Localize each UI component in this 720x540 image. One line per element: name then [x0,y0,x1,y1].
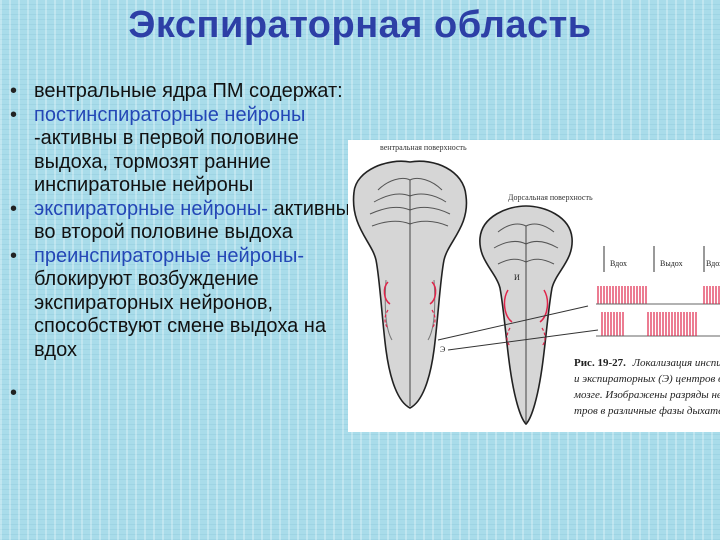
caption-line-2: и экспираторных (Э) центров в [574,373,720,385]
slide-title: Экспираторная область [128,4,592,46]
mark-i: И [514,273,520,282]
caption-line-4: тров в различные фазы дыхательн [574,405,720,417]
svg-text:Рис. 19-27. Локализаци: Рис. 19-27. Локализация инспи [574,357,720,369]
bullet-text: -активны в первой половине выдоха, тормо… [34,127,299,196]
caption-line-3: мозге. Изображены разряды нейр [573,389,720,401]
bullet-term: постинспираторные нейроны [34,103,306,126]
bullet-text: активны во второй половине выдоха [34,197,350,244]
ventral-label: вентральная поверхность [380,143,467,152]
spike-trace-top [596,286,720,305]
trace-header: Вдох Выдох Вдох [603,246,720,272]
ventral-brainstem [352,160,468,409]
bullet-item: вентральные ядра ПМ содержат: [4,80,354,104]
bullet-term: экспираторные нейроны- [34,197,268,220]
bullet-term: преинспираторные нейроны- [34,244,305,267]
brainstem-figure: вентральная поверхность Дорсальная повер… [348,140,720,432]
caption-number: Рис. 19-27. [574,357,626,369]
bullet-item: преинспираторные нейроны- блокируют возб… [4,245,354,363]
mark-e: Э [440,345,445,354]
caption-line-1: Локализация инспи [632,357,720,369]
trace-label-3: Вдох [706,259,720,268]
dorsal-brainstem: И [479,205,573,426]
bullet-text: блокируют возбуждение экспираторных нейр… [34,268,326,361]
brainstem-illustration: вентральная поверхность Дорсальная повер… [352,143,720,426]
trace-label-1: Вдох [610,259,627,268]
dorsal-label: Дорсальная поверхность [508,193,593,202]
figure-caption: Рис. 19-27. Локализация инспи и экспират… [573,357,720,417]
bullet-item: постинспираторные нейроны -активны в пер… [4,104,354,198]
spike-trace-bottom [596,312,720,337]
bullet-list: вентральные ядра ПМ содержат: постинспир… [4,80,354,406]
bullet-item: экспираторные нейроны- активны во второй… [4,198,354,245]
bullet-text: вентральные ядра ПМ содержат: [34,80,343,102]
trace-label-2: Выдох [660,259,683,268]
